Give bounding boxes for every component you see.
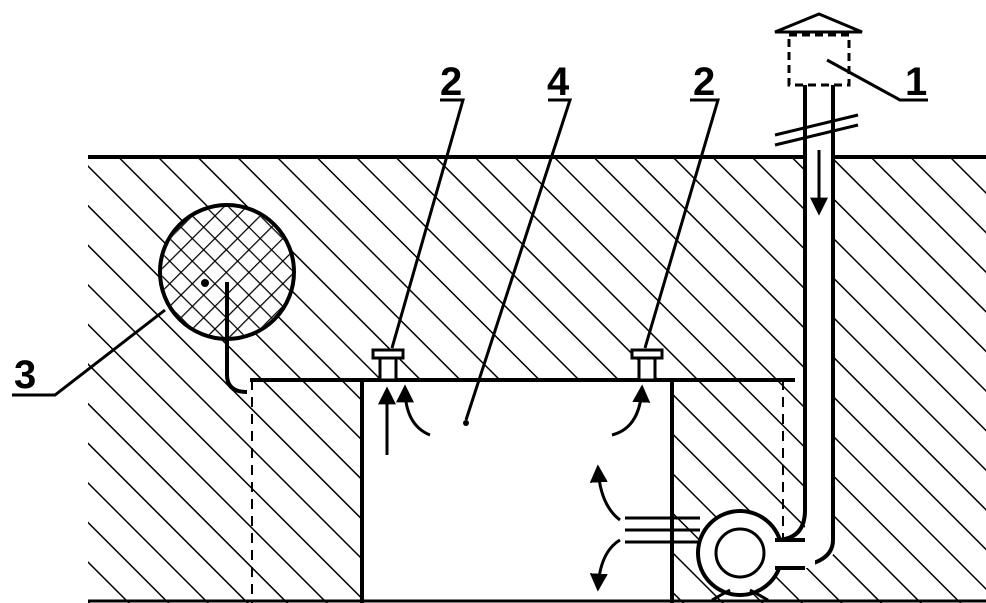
fan-blower: [625, 509, 815, 602]
chamber-opening: [362, 382, 672, 603]
curl-arrow-right-vent: [611, 384, 651, 437]
airflow-arrows: [378, 150, 828, 592]
leader-lines: [12, 58, 928, 421]
label-chamber: 4: [547, 60, 570, 104]
curl-arrow-left-vent: [396, 384, 431, 437]
label-cap: 1: [905, 60, 927, 104]
label-vent-left: 2: [440, 60, 462, 104]
pipe-cap: [774, 12, 863, 87]
chamber-point: [463, 420, 469, 426]
vent-left: [371, 348, 405, 382]
fan-arrow-down: [589, 538, 621, 592]
fan-arrow-up: [589, 464, 621, 522]
pile-center-dot: [201, 279, 209, 287]
label-pile: 3: [14, 353, 36, 397]
label-vent-right: 2: [693, 60, 715, 104]
pile-pipe: [225, 282, 248, 394]
vent-right: [630, 348, 664, 382]
pipe-break-marks: [774, 113, 859, 147]
pile-crosshatch: [162, 207, 292, 337]
